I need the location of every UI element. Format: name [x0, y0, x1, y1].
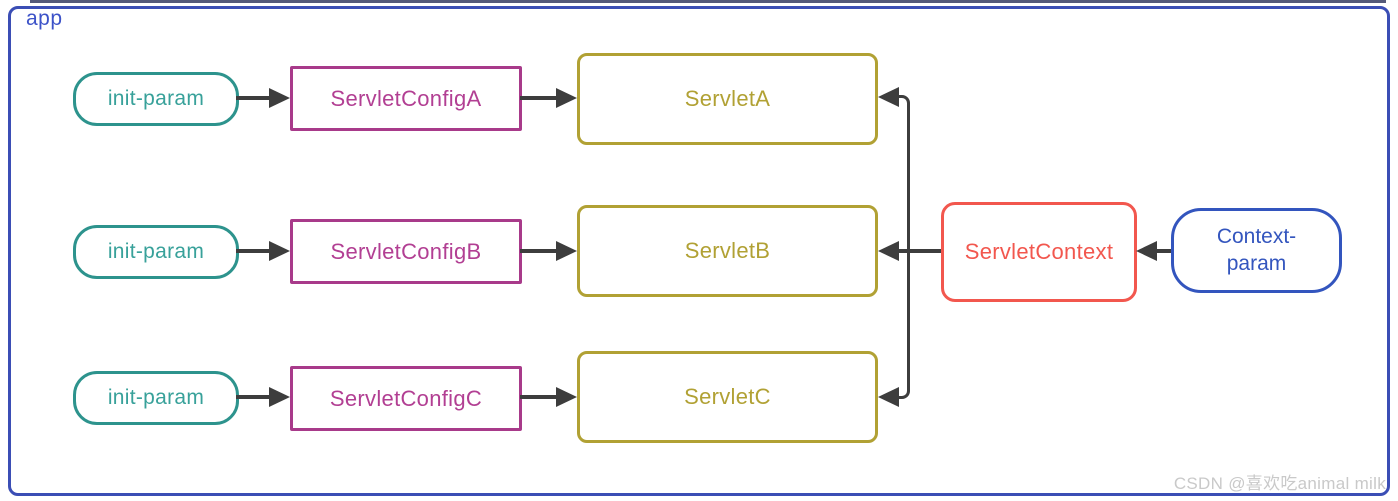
- init-param-node-c: init-param: [73, 371, 239, 425]
- init-param-label: init-param: [107, 240, 205, 263]
- arrow-head-right-icon: [556, 241, 577, 261]
- connector-context-fanout-bracket: [898, 95, 910, 399]
- connector-init-to-config-b: [236, 249, 272, 253]
- context-param-node: Context- param: [1171, 208, 1342, 293]
- servlet-b-label: ServletB: [684, 238, 771, 263]
- arrow-head-right-icon: [556, 88, 577, 108]
- servlet-config-b-label: ServletConfigB: [330, 238, 482, 264]
- connector-init-to-config-c: [236, 395, 272, 399]
- arrow-head-left-icon: [878, 87, 899, 107]
- servlet-context-node: ServletContext: [941, 202, 1137, 302]
- init-param-node-a: init-param: [73, 72, 239, 126]
- arrow-head-right-icon: [269, 387, 290, 407]
- top-clipped-stripe: [30, 0, 1386, 3]
- init-param-node-b: init-param: [73, 225, 239, 279]
- connector-config-to-servlet-b: [520, 249, 558, 253]
- servlet-config-b-node: ServletConfigB: [290, 219, 522, 284]
- app-container-label: app: [26, 7, 63, 30]
- servlet-c-label: ServletC: [684, 384, 771, 409]
- servlet-config-a-node: ServletConfigA: [290, 66, 522, 131]
- connector-config-to-servlet-c: [520, 395, 558, 399]
- servlet-a-label: ServletA: [684, 86, 771, 111]
- arrow-head-right-icon: [556, 387, 577, 407]
- arrow-head-left-icon: [878, 387, 899, 407]
- servlet-b-node: ServletB: [577, 205, 878, 297]
- connector-context-to-servlet-b: [898, 249, 942, 253]
- arrow-head-right-icon: [269, 241, 290, 261]
- servlet-c-node: ServletC: [577, 351, 878, 443]
- context-param-label-line1: Context-: [1216, 225, 1297, 249]
- connector-init-to-config-a: [236, 96, 272, 100]
- servlet-context-label: ServletContext: [964, 239, 1114, 264]
- arrow-head-left-icon: [878, 241, 899, 261]
- arrow-head-left-icon: [1136, 241, 1157, 261]
- init-param-label: init-param: [107, 87, 205, 110]
- connector-config-to-servlet-a: [520, 96, 558, 100]
- arrow-head-right-icon: [269, 88, 290, 108]
- connector-ctxparam-to-context: [1155, 249, 1173, 253]
- servlet-config-a-label: ServletConfigA: [330, 85, 482, 111]
- servlet-config-c-label: ServletConfigC: [329, 385, 483, 411]
- servlet-a-node: ServletA: [577, 53, 878, 145]
- init-param-label: init-param: [107, 386, 205, 409]
- watermark-text: CSDN @喜欢吃animal milk: [1173, 474, 1386, 493]
- context-param-label-line2: param: [1226, 251, 1287, 275]
- servlet-config-c-node: ServletConfigC: [290, 366, 522, 431]
